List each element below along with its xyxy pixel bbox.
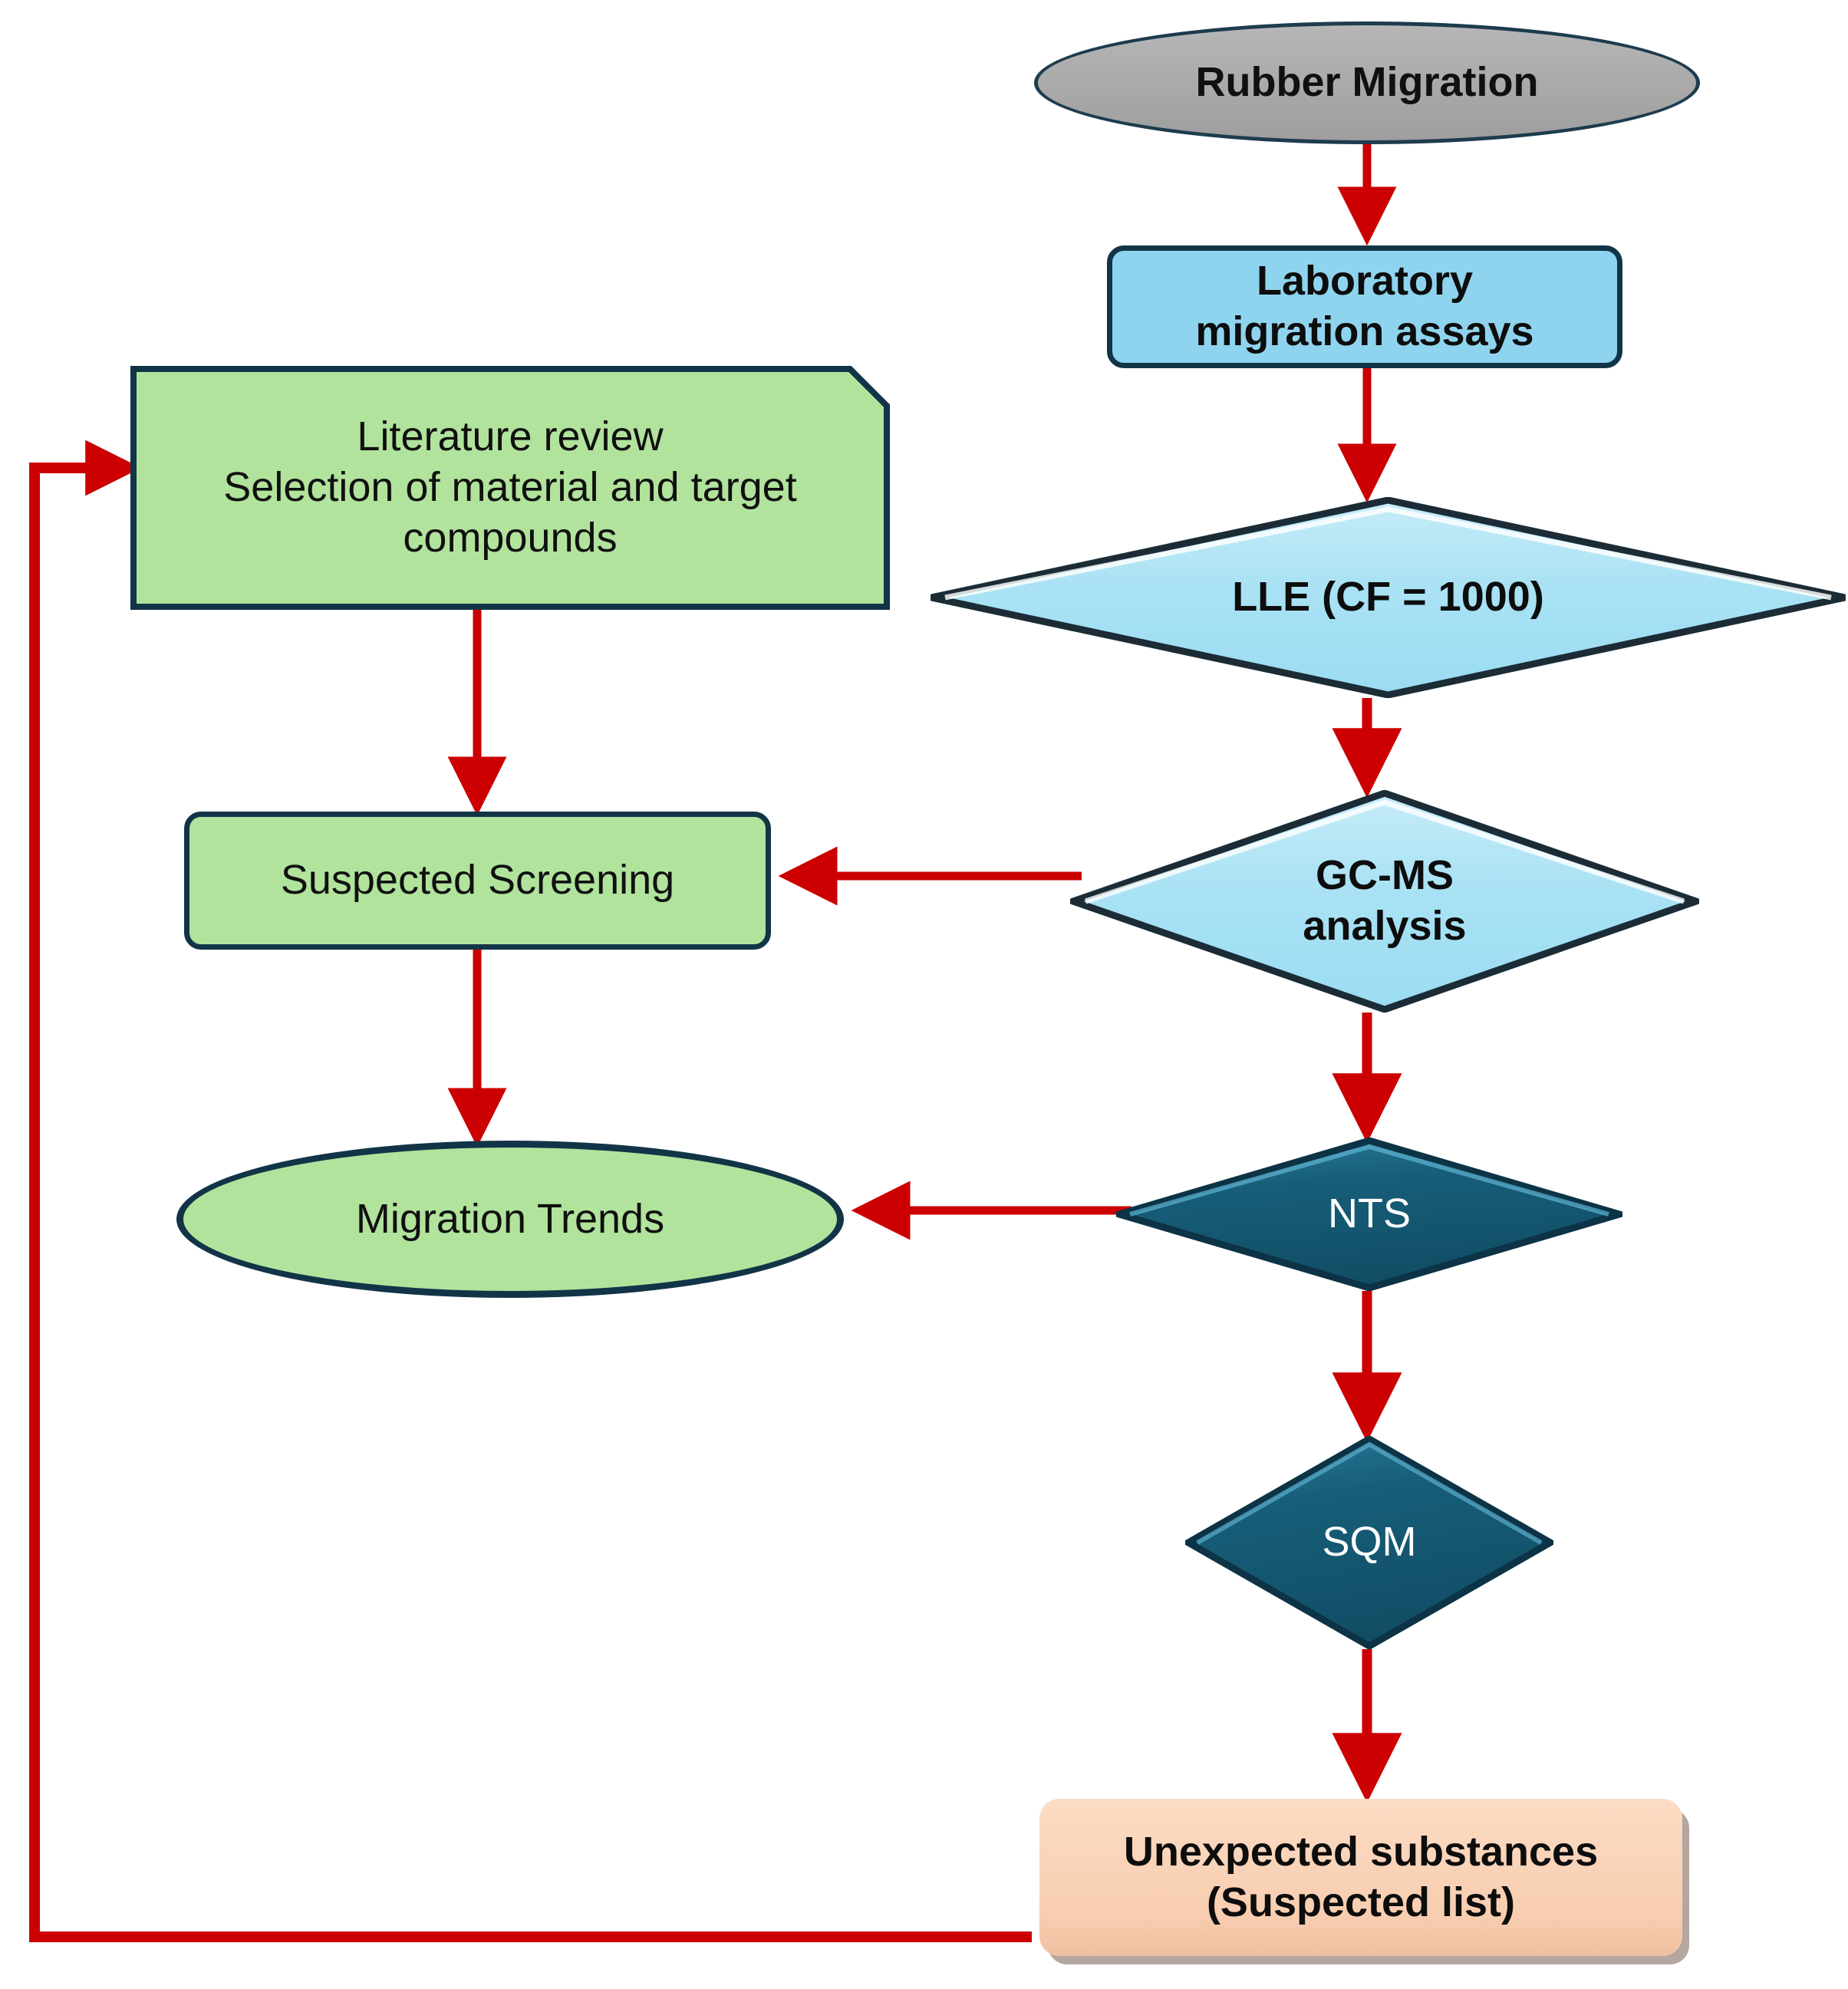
node-laboratory-assays[interactable]: Laboratory migration assays: [1107, 245, 1622, 368]
node-sqm[interactable]: SQM: [1185, 1436, 1553, 1649]
node-rubber-migration-label: Rubber Migration: [1195, 59, 1539, 106]
nts-diamond-shape: [1116, 1138, 1622, 1291]
node-literature-review-label: Literature review Selection of material …: [223, 413, 797, 561]
node-nts-label: NTS: [1328, 1190, 1411, 1237]
node-rubber-migration[interactable]: Rubber Migration: [1034, 21, 1700, 144]
node-unexpected-substances-label: Unexpected substances (Suspected list): [1123, 1828, 1599, 1925]
lle-diamond-shape: [931, 497, 1846, 698]
node-laboratory-assays-label: Laboratory migration assays: [1195, 258, 1534, 354]
node-unexpected-substances[interactable]: Unexpected substances (Suspected list): [1039, 1799, 1682, 1956]
sqm-diamond-shape: [1185, 1436, 1553, 1649]
node-suspected-screening[interactable]: Suspected Screening: [184, 812, 771, 950]
node-sqm-label: SQM: [1322, 1519, 1417, 1566]
node-lle[interactable]: LLE (CF = 1000): [928, 497, 1848, 698]
gcms-diamond-shape: [1070, 790, 1699, 1013]
node-literature-review[interactable]: Literature review Selection of material …: [130, 366, 890, 610]
node-gcms-analysis[interactable]: GC-MS analysis: [1070, 790, 1699, 1013]
node-gcms-analysis-label: GC-MS analysis: [1303, 852, 1467, 949]
node-nts[interactable]: NTS: [1116, 1138, 1622, 1291]
node-lle-label: LLE (CF = 1000): [1232, 574, 1544, 621]
node-suspected-screening-label: Suspected Screening: [280, 857, 675, 904]
node-migration-trends[interactable]: Migration Trends: [176, 1141, 844, 1298]
node-migration-trends-label: Migration Trends: [355, 1195, 665, 1242]
